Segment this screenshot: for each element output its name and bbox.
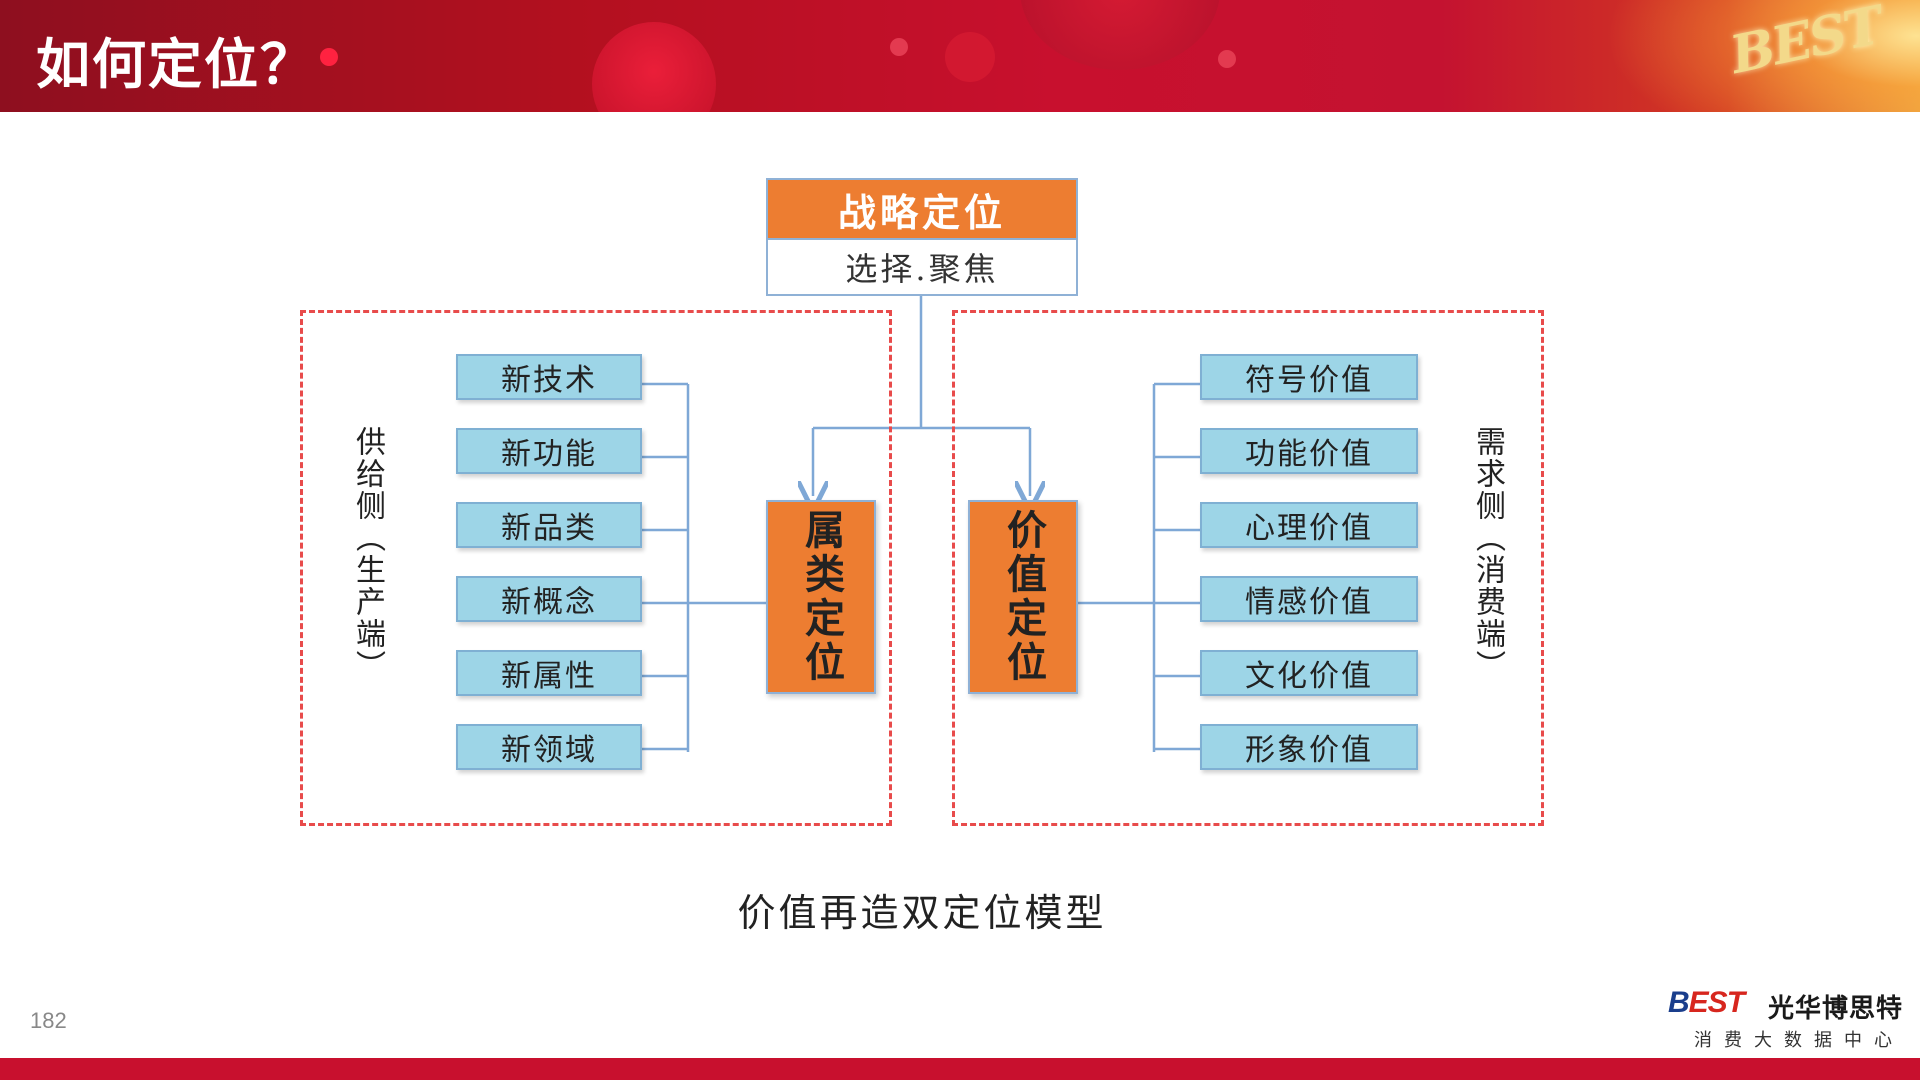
- decor-circle: [1218, 50, 1236, 68]
- demand-item: 文化价值: [1200, 650, 1418, 696]
- category-positioning-node: 属类定位: [766, 500, 876, 694]
- decor-circle: [592, 22, 716, 112]
- brand-latin: BEST: [1668, 986, 1745, 1020]
- demand-item: 情感价值: [1200, 576, 1418, 622]
- decor-light-rays: [1580, 0, 1920, 112]
- supply-item: 新领域: [456, 724, 642, 770]
- decor-circle: [890, 38, 908, 56]
- page-number: 182: [30, 1008, 67, 1033]
- supply-side-region: [300, 310, 892, 826]
- page-title: 如何定位？: [36, 33, 316, 96]
- strategy-positioning-subtitle: 选择.聚焦: [766, 238, 1078, 296]
- demand-side-label: 需求侧（消费端）: [1470, 426, 1505, 682]
- demand-item: 符号价值: [1200, 354, 1418, 400]
- header-banner: 如何定位？ BEST: [0, 0, 1920, 112]
- supply-item: 新功能: [456, 428, 642, 474]
- demand-item: 功能价值: [1200, 428, 1418, 474]
- brand-chinese-name: 光华博思特: [1768, 994, 1904, 1024]
- demand-side-region: [952, 310, 1544, 826]
- brand-latin-b: B: [1668, 986, 1690, 1019]
- demand-item: 形象价值: [1200, 724, 1418, 770]
- supply-item: 新品类: [456, 502, 642, 548]
- supply-side-label: 供给侧（生产端）: [350, 426, 385, 682]
- supply-item: 新属性: [456, 650, 642, 696]
- value-positioning-node: 价值定位: [968, 500, 1078, 694]
- decor-circle: [945, 32, 995, 82]
- title-dot: [320, 48, 338, 66]
- brand-logo: BEST 光华博思特 消费大数据中心: [1668, 986, 1908, 1051]
- strategy-positioning-title: 战略定位: [766, 178, 1078, 238]
- supply-item: 新技术: [456, 354, 642, 400]
- footer-bar: [0, 1058, 1920, 1080]
- diagram-caption: 价值再造双定位模型: [737, 891, 1107, 935]
- supply-item: 新概念: [456, 576, 642, 622]
- brand-subtitle: 消费大数据中心: [1694, 1030, 1904, 1051]
- demand-item: 心理价值: [1200, 502, 1418, 548]
- brand-latin-est: EST: [1688, 986, 1745, 1019]
